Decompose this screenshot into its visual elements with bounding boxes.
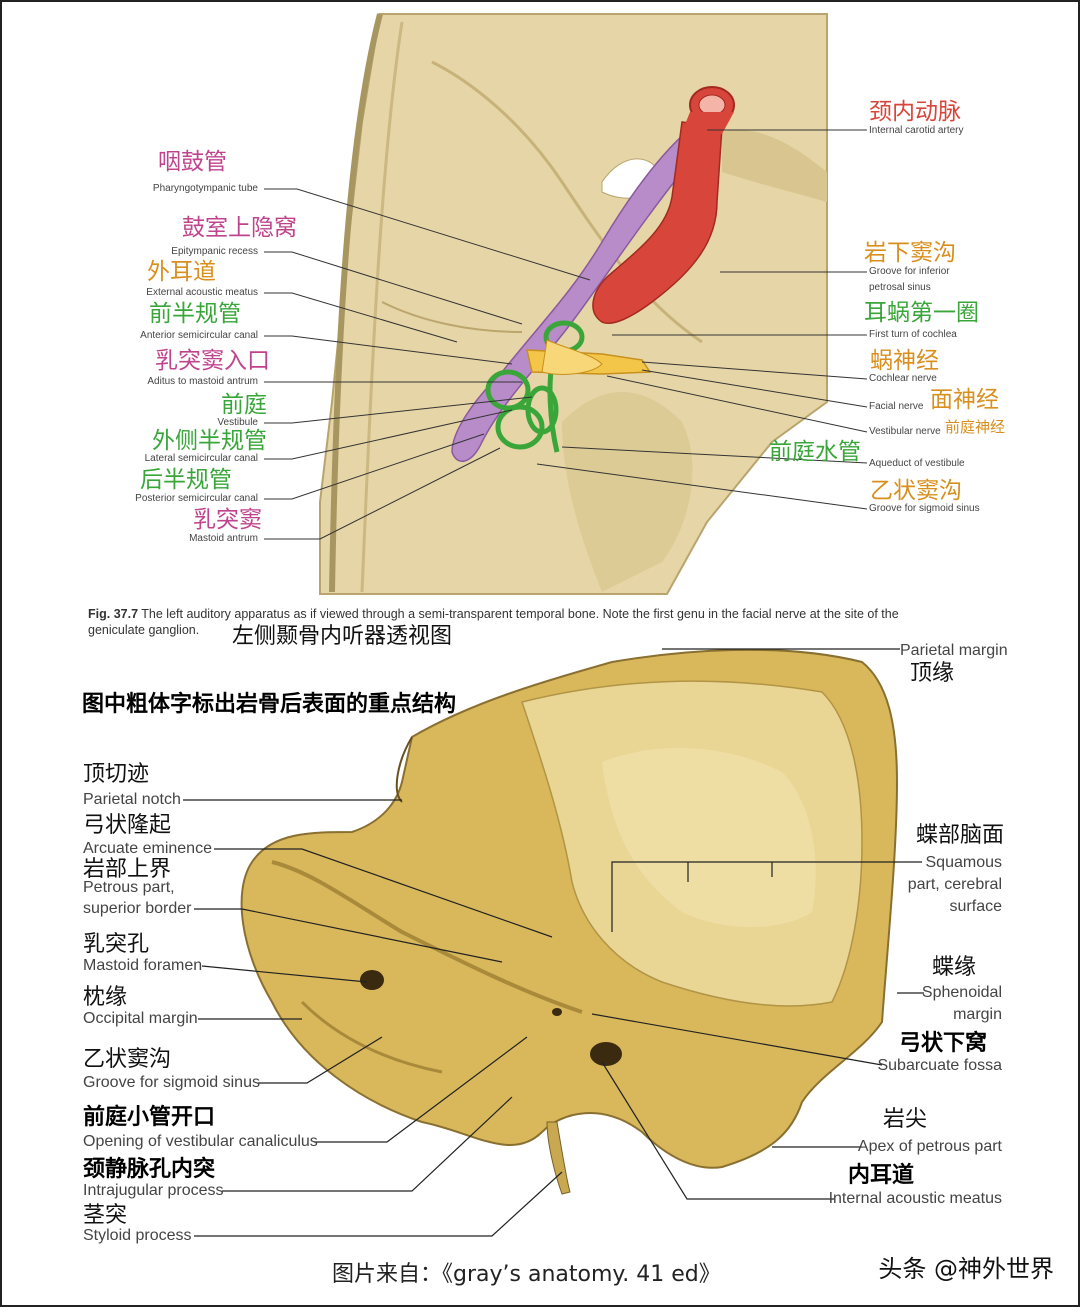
label-petrous-sup-en1: Petrous part, [83,879,175,896]
label-vestibular-canaliculus-cn: 前庭小管开口 [83,1105,216,1130]
label-apex-cn: 岩尖 [882,1107,927,1132]
petrous-bone-illustration [240,648,899,1195]
label-sigmoid-top-cn: 乙状窦沟 [870,478,962,504]
label-arcuate-cn: 弓状隆起 [83,813,172,838]
label-internal-carotid-en: Internal carotid artery [869,125,964,136]
label-aditus-en: Aditus to mastoid antrum [147,376,258,387]
label-apex-en: Apex of petrous part [857,1138,1002,1155]
top-leader-lines [264,129,868,540]
label-inferior-petrosal-cn: 岩下窦沟 [864,240,956,266]
figure-number: Fig. 37.7 [88,607,139,621]
label-parietal-margin-en: Parietal margin [900,642,1008,659]
internal-carotid-artery-shape [592,86,735,324]
label-intrajugular-en: Intrajugular process [83,1182,224,1199]
label-occipital-margin-cn: 枕缘 [83,985,128,1010]
label-styloid-en: Styloid process [83,1227,192,1244]
figure-caption-line2: geniculate ganglion. [88,623,200,637]
label-mastoid-antrum-en: Mastoid antrum [189,533,258,544]
label-aqueduct-en: Aqueduct of vestibule [869,458,965,469]
label-cochlear-nerve-cn: 蜗神经 [870,348,939,374]
label-epitympanic-en: Epitympanic recess [171,246,258,257]
label-squamous-en1: Squamous [925,854,1003,871]
label-pharyngotympanic-en: Pharyngotympanic tube [152,183,258,194]
label-posterior-canal-cn: 后半规管 [140,467,232,493]
bottom-heading: 图中粗体字标出岩骨后表面的重点结构 [82,692,457,717]
label-internal-meatus-cn: 内耳道 [847,1163,914,1188]
label-inferior-petrosal-en1: Groove for inferior [869,266,950,277]
pharyngotympanic-tube-shape [451,125,694,462]
label-cochlea-turn-cn: 耳蜗第一圈 [864,300,979,326]
label-inferior-petrosal-en2: petrosal sinus [869,282,931,293]
label-anterior-canal-cn: 前半规管 [149,301,241,327]
label-petrous-sup-en2: superior border [83,900,192,917]
label-vestibular-nerve-en: Vestibular nerve [869,426,941,437]
label-vestibular-canaliculus-en: Opening of vestibular canaliculus [83,1133,318,1150]
label-cochlea-turn-en: First turn of cochlea [869,329,957,340]
label-vestibular-nerve-cn: 前庭神经 [945,418,1006,436]
label-sigmoid-en: Groove for sigmoid sinus [83,1074,260,1091]
label-sigmoid-top-en: Groove for sigmoid sinus [869,503,980,514]
label-vestibule-en: Vestibule [217,417,258,428]
label-vestibule-cn: 前庭 [221,392,267,418]
label-aditus-cn: 乳突窦入口 [155,348,270,374]
label-internal-carotid-cn: 颈内动脉 [869,99,961,125]
label-squamous-en3: surface [949,898,1002,915]
label-sigmoid-cn: 乙状窦沟 [83,1047,172,1072]
label-cochlear-nerve-en: Cochlear nerve [869,373,937,384]
label-anterior-canal-en: Anterior semicircular canal [140,330,258,341]
label-mastoid-foramen-en: Mastoid foramen [83,957,203,974]
label-mastoid-foramen-cn: 乳突孔 [83,932,150,957]
label-subarcuate-cn: 弓状下窝 [898,1031,987,1056]
source-citation: 图片来自：《gray’s anatomy. 41 ed》 [332,1262,721,1287]
label-facial-nerve-cn: 面神经 [930,387,999,413]
label-squamous-en2: part, cerebral [907,876,1002,893]
watermark: 头条 @神外世界 [878,1255,1054,1283]
label-arcuate-en: Arcuate eminence [83,840,212,857]
label-lateral-canal-cn: 外侧半规管 [152,428,267,454]
label-parietal-notch-cn: 顶切迹 [83,762,150,787]
label-pharyngotympanic-cn: 咽鼓管 [158,149,227,175]
label-facial-nerve-en: Facial nerve [869,401,924,412]
label-petrous-sup-cn: 岩部上界 [83,857,172,882]
label-squamous-cn: 蝶部脑面 [915,823,1004,848]
label-external-meatus-en: External acoustic meatus [146,287,258,298]
label-parietal-margin-cn: 顶缘 [910,661,955,686]
label-internal-meatus-en: Internal acoustic meatus [828,1190,1002,1207]
label-parietal-notch-en: Parietal notch [83,791,181,808]
figure-caption-cn: 左侧颞骨内听器透视图 [232,624,453,649]
label-aqueduct-cn: 前庭水管 [769,439,861,465]
figure-caption-text: The left auditory apparatus as if viewed… [138,607,899,621]
label-sphenoidal-en1: Sphenoidal [921,984,1002,1001]
label-epitympanic-cn: 鼓室上隐窝 [182,215,297,241]
figure-caption: Fig. 37.7 The left auditory apparatus as… [88,608,899,621]
label-mastoid-antrum-cn: 乳突窦 [193,507,262,533]
label-subarcuate-en: Subarcuate fossa [877,1057,1002,1074]
label-occipital-margin-en: Occipital margin [83,1010,198,1027]
label-external-meatus-cn: 外耳道 [147,259,216,285]
label-posterior-canal-en: Posterior semicircular canal [135,493,258,504]
label-intrajugular-cn: 颈静脉孔内突 [83,1157,216,1182]
label-styloid-cn: 茎突 [83,1203,128,1228]
cochlear-facial-nerves-shape [526,339,652,375]
label-sphenoidal-en2: margin [953,1006,1002,1023]
label-sphenoidal-cn: 蝶缘 [931,955,976,980]
bottom-leader-lines [183,648,924,1237]
label-lateral-canal-en: Lateral semicircular canal [144,453,258,464]
